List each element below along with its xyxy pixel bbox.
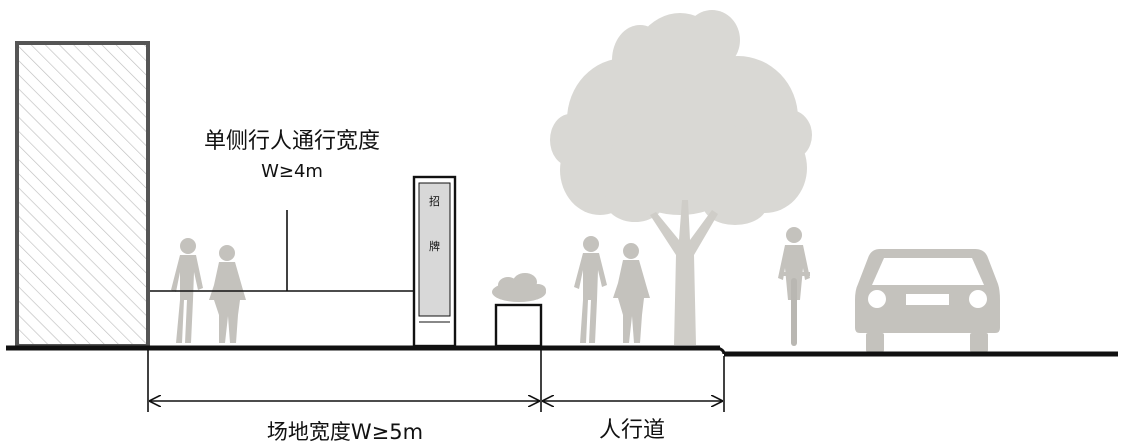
pedestrian-width-value: W≥4m xyxy=(261,161,323,182)
pedestrian-couple-icon xyxy=(574,236,650,343)
sign-char-1: 招 xyxy=(429,194,440,208)
sign-char-2: 牌 xyxy=(429,239,440,253)
site-width-dimension xyxy=(147,350,542,412)
site-width-label: 场地宽度W≥5m xyxy=(267,420,423,444)
tree-icon xyxy=(550,10,812,345)
pedestrian-width-bracket xyxy=(150,210,414,292)
car-front-icon xyxy=(855,249,1000,352)
pedestrian-width-title: 单侧行人通行宽度 xyxy=(204,129,380,154)
pedestrian-couple-icon xyxy=(171,238,246,343)
sidewalk-label: 人行道 xyxy=(599,418,665,443)
signboard-icon: 招 牌 xyxy=(412,175,457,348)
ground-line xyxy=(6,345,1118,357)
building-block xyxy=(15,41,150,348)
sidewalk-dimension xyxy=(543,356,725,412)
cyclist-icon xyxy=(778,227,810,346)
planter-box-icon xyxy=(492,273,546,348)
